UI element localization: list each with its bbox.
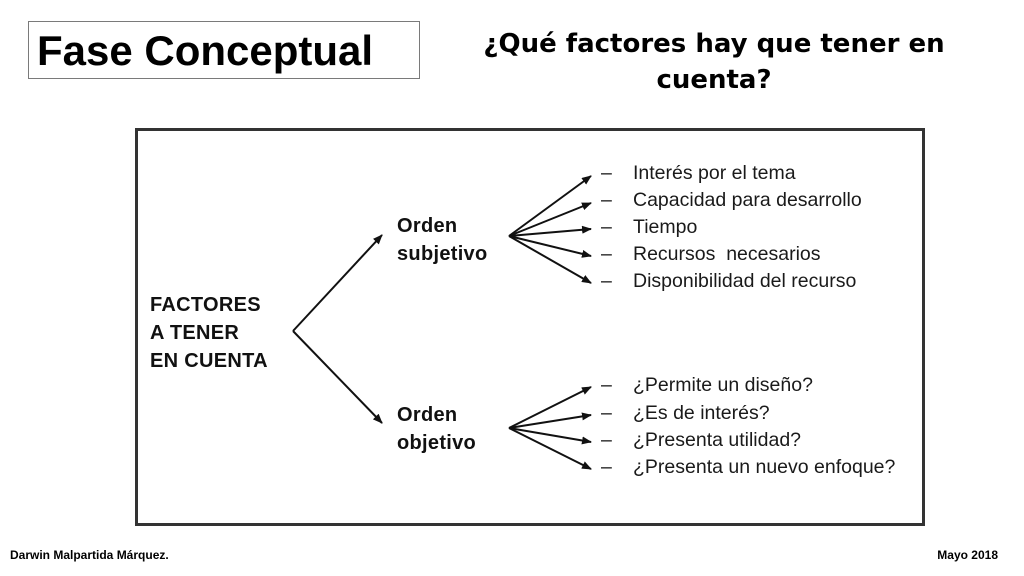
subjective-item: –Disponibilidad del recurso [601,268,856,294]
subjective-item: –Recursos necesarios [601,241,821,267]
arrow-subjective-item-2 [508,202,592,237]
subjective-item: –Capacidad para desarrollo [601,187,862,213]
dash-bullet: – [601,216,612,238]
branch-label-line: subjetivo [397,243,488,265]
subjective-item: –Interés por el tema [601,160,796,186]
objective-item: –¿Permite un diseño? [601,372,813,398]
dash-bullet: – [601,189,612,211]
slide-question: ¿Qué factores hay que tener en cuenta? [483,29,945,95]
objective-item-text: ¿Presenta un nuevo enfoque? [633,456,896,478]
objective-item-text: ¿Permite un diseño? [633,374,813,396]
diagram-frame: FACTORES A TENER EN CUENTA Orden subjeti… [135,128,925,526]
dash-bullet: – [601,456,612,478]
branch-label-objective: Orden objetivo [397,401,476,457]
branch-label-subjective: Orden subjetivo [397,212,488,268]
objective-item-text: ¿Es de interés? [633,402,770,424]
dash-bullet: – [601,270,612,292]
dash-bullet: – [601,243,612,265]
arrow-root-to-subjective [292,234,383,332]
arrow-subjective-item-5 [508,235,592,284]
arrow-subjective-item-3 [508,225,592,237]
dash-bullet: – [601,374,612,396]
arrow-objective-item-1 [508,386,592,429]
objective-item: –¿Es de interés? [601,400,770,426]
connector-arrows [292,175,592,470]
arrow-objective-item-4 [508,427,592,470]
title-box: Fase Conceptual [28,21,420,79]
dash-bullet: – [601,162,612,184]
arrow-subjective-item-1 [508,175,592,237]
branch-label-line: Orden [397,404,458,426]
objective-item-text: ¿Presenta utilidad? [633,429,802,451]
subjective-item-text: Recursos necesarios [633,243,821,265]
objective-item: –¿Presenta utilidad? [601,427,801,453]
subjective-item-text: Tiempo [633,216,698,238]
root-label-line: FACTORES [150,294,261,316]
subjective-item-text: Interés por el tema [633,162,796,184]
arrow-objective-item-2 [508,412,592,429]
subjective-item: –Tiempo [601,214,697,240]
footer-author: Darwin Malpartida Márquez. [10,548,169,562]
objective-item: –¿Presenta un nuevo enfoque? [601,454,895,480]
arrow-subjective-item-4 [508,235,592,258]
root-label-line: EN CUENTA [150,350,268,372]
dash-bullet: – [601,402,612,424]
slide-title: Fase Conceptual [37,27,374,74]
dash-bullet: – [601,429,612,451]
root-label: FACTORES A TENER EN CUENTA [150,291,268,375]
arrow-root-to-objective [292,330,383,424]
subjective-item-text: Disponibilidad del recurso [633,270,857,292]
footer-date: Mayo 2018 [937,548,998,562]
root-label-line: A TENER [150,322,240,344]
branch-label-line: Orden [397,215,458,237]
branch-label-line: objetivo [397,432,477,454]
arrow-objective-item-3 [508,427,592,445]
subjective-item-text: Capacidad para desarrollo [633,189,862,211]
